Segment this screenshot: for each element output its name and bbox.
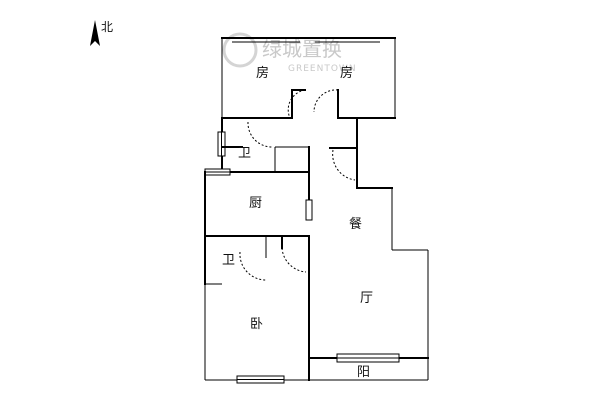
room-label-bath-upper: 卫	[238, 146, 251, 161]
walls-bath-lower	[204, 235, 283, 285]
watermark-logo-icon	[222, 32, 258, 68]
north-arrow: 北	[90, 20, 113, 46]
north-label: 北	[101, 20, 113, 34]
room-label-bath-lower: 卫	[222, 253, 235, 268]
room-label-bedroom-nw: 房	[256, 65, 269, 81]
walls-upper	[221, 37, 396, 149]
watermark: 绿城置换 GREENTOWN	[222, 32, 357, 74]
room-label-living: 厅	[360, 291, 373, 306]
door-swings	[239, 89, 356, 281]
room-label-dining: 餐	[349, 216, 362, 232]
room-label-balcony: 阳	[357, 365, 370, 380]
door-kitchen-sliding	[305, 199, 313, 221]
walls-living	[308, 147, 429, 381]
walls-bath-upper	[217, 117, 310, 173]
room-label-bedroom-ne: 房	[340, 65, 353, 81]
room-label-bedroom-main: 卧	[250, 317, 263, 332]
north-arrow-icon	[90, 20, 100, 46]
walls-kitchen	[204, 168, 313, 237]
watermark-brand-en: GREENTOWN	[288, 64, 357, 74]
room-label-kitchen: 厨	[249, 196, 262, 211]
watermark-brand-cn: 绿城置换	[262, 37, 342, 61]
room-labels: 房 房 卫 厨 餐 卫 厅 卧 阳	[222, 65, 373, 380]
walls-bedroom	[204, 235, 310, 384]
